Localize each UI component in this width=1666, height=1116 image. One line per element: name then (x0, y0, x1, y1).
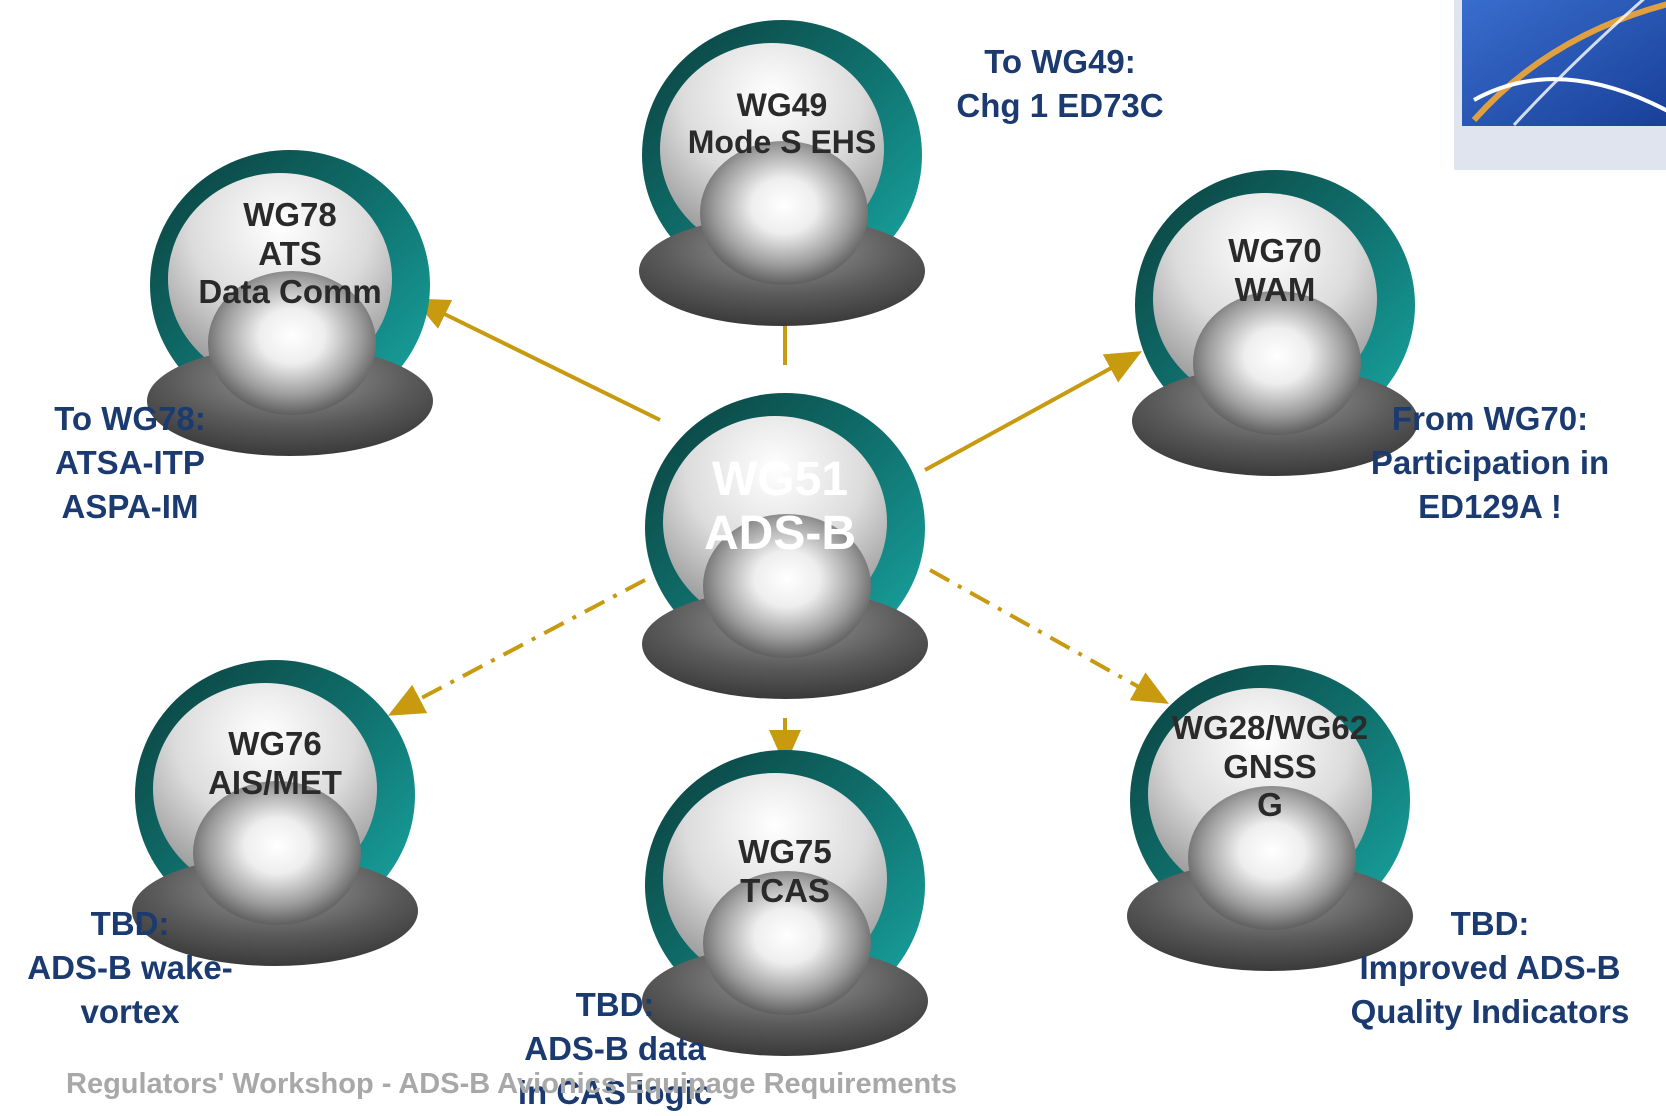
node-wg51-label: WG51 ADS-B (645, 453, 915, 561)
node-wg51-line1: WG51 (711, 453, 849, 506)
note-wg28: TBD: Improved ADS-B Quality Indicators (1330, 902, 1650, 1035)
note-wg49-line1: To WG49: (984, 43, 1136, 80)
node-wg78-line3: Data Comm (198, 273, 382, 311)
arrow-to-wg28 (929, 568, 1169, 704)
note-wg75: TBD: ADS-B data in CAS logic (480, 983, 750, 1116)
node-wg76-line1: WG76 (228, 725, 322, 762)
note-wg78: To WG78: ATSA-ITP ASPA-IM (10, 397, 250, 530)
note-wg49: To WG49: Chg 1 ED73C (900, 40, 1220, 128)
node-wg76-label: WG76 AIS/MET (155, 725, 395, 802)
note-wg75-line2: ADS-B data (524, 1030, 706, 1068)
node-wg28-line2: GNSS (1223, 747, 1317, 785)
node-wg70-label: WG70 WAM (1155, 232, 1395, 309)
node-wg28-line3: G (1257, 786, 1283, 824)
node-wg49-label: WG49 Mode S EHS (662, 87, 902, 162)
note-wg28-line3: Quality Indicators (1350, 993, 1630, 1031)
node-wg49-shape (639, 20, 925, 326)
node-wg28-line1: WG28/WG62 (1171, 709, 1369, 746)
node-wg76-line2: AIS/MET (208, 763, 342, 801)
node-wg75-line2: TCAS (740, 871, 830, 909)
node-wg49-line2: Mode S EHS (687, 124, 877, 161)
note-wg78-line2: ATSA-ITP (55, 444, 205, 482)
note-wg49-line2: Chg 1 ED73C (956, 87, 1164, 125)
note-wg76-line3: vortex (80, 993, 180, 1031)
note-wg75-line3: in CAS logic (517, 1074, 713, 1112)
node-wg78-line2: ATS (258, 234, 322, 272)
note-wg76-line1: TBD: (90, 905, 170, 942)
arrow-to-wg70 (924, 351, 1143, 472)
node-wg70-line1: WG70 (1228, 232, 1322, 269)
note-wg75-line1: TBD: (575, 986, 655, 1023)
node-wg78-line1: WG78 (243, 196, 337, 233)
arrow-to-wg78 (412, 298, 661, 422)
note-wg78-line1: To WG78: (54, 400, 206, 437)
node-wg75-label: WG75 TCAS (665, 833, 905, 910)
note-wg70-line3: ED129A ! (1418, 488, 1562, 526)
node-wg70-line2: WAM (1234, 270, 1316, 308)
node-wg78-label: WG78 ATS Data Comm (170, 196, 410, 312)
note-wg76: TBD: ADS-B wake- vortex (0, 902, 260, 1035)
arrow-to-wg76 (387, 578, 646, 716)
note-wg70-line1: From WG70: (1391, 400, 1589, 437)
note-wg28-line2: Improved ADS-B (1359, 949, 1621, 987)
note-wg70-line2: Participation in (1370, 444, 1610, 482)
note-wg28-line1: TBD: (1450, 905, 1530, 942)
note-wg78-line3: ASPA-IM (61, 488, 199, 526)
note-wg70: From WG70: Participation in ED129A ! (1320, 397, 1660, 530)
logo (1454, 0, 1666, 170)
footer-text: Regulators' Workshop - ADS-B Avionics Eq… (66, 1068, 957, 1100)
node-wg28-label: WG28/WG62 GNSS G (1150, 709, 1390, 825)
node-wg75-line1: WG75 (738, 833, 832, 870)
note-wg76-line2: ADS-B wake- (27, 949, 233, 987)
logo-icon (1454, 0, 1666, 170)
node-wg51-line2: ADS-B (704, 506, 856, 560)
node-wg49-line1: WG49 (736, 87, 828, 123)
